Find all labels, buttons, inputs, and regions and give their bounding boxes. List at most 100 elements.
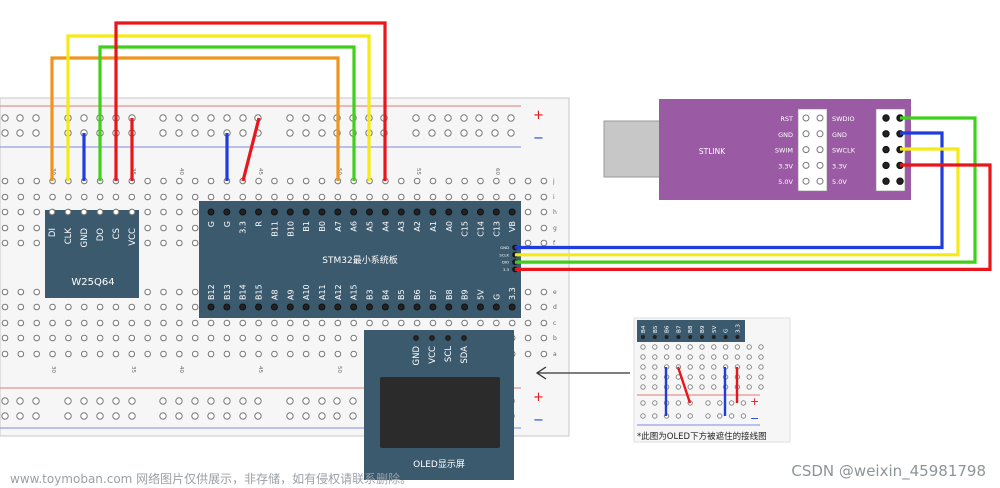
breadboard-hole bbox=[1, 319, 9, 327]
stm32-pin-hole bbox=[286, 303, 294, 311]
breadboard-hole bbox=[32, 397, 40, 405]
row-letter: j bbox=[552, 178, 555, 185]
breadboard-hole bbox=[334, 350, 342, 358]
breadboard-hole bbox=[460, 129, 468, 137]
breadboard-hole bbox=[16, 129, 24, 137]
inset-hole bbox=[705, 413, 711, 419]
breadboard-hole bbox=[286, 129, 294, 137]
inset-pin-hole bbox=[735, 335, 740, 339]
breadboard-hole bbox=[207, 319, 215, 327]
breadboard-hole bbox=[461, 193, 468, 201]
breadboard-hole bbox=[96, 319, 104, 327]
breadboard-hole bbox=[540, 177, 548, 185]
breadboard-hole bbox=[144, 177, 151, 185]
row-letter: g bbox=[553, 225, 557, 232]
stlink-pin bbox=[882, 177, 890, 185]
inset-pin-label: B9 bbox=[700, 325, 706, 333]
breadboard-hole bbox=[207, 129, 215, 137]
breadboard-hole bbox=[412, 114, 420, 122]
breadboard-hole bbox=[16, 397, 24, 405]
breadboard-hole bbox=[128, 319, 136, 327]
inset-hole bbox=[687, 384, 693, 390]
breadboard-hole bbox=[176, 208, 183, 216]
breadboard-hole bbox=[49, 334, 56, 342]
breadboard-hole bbox=[1, 224, 9, 232]
breadboard-hole bbox=[191, 397, 199, 405]
stm32-bottom-pin-label: B5 bbox=[397, 289, 406, 300]
breadboard-hole bbox=[507, 114, 515, 122]
stm32-pin-hole bbox=[381, 303, 389, 311]
column-number: 60 bbox=[494, 168, 500, 175]
breadboard-hole bbox=[429, 177, 437, 185]
inset-plus: + bbox=[750, 395, 759, 408]
stm32-bottom-pin-label: B12 bbox=[207, 284, 216, 300]
breadboard-hole bbox=[96, 208, 104, 216]
breadboard-hole bbox=[318, 193, 326, 201]
stm32-pin-hole bbox=[239, 208, 247, 216]
oled-screen bbox=[380, 377, 500, 448]
breadboard-hole bbox=[112, 334, 120, 342]
stlink-pin bbox=[882, 161, 890, 170]
inset-hole bbox=[699, 354, 705, 360]
inset-hole bbox=[675, 384, 682, 390]
breadboard-hole bbox=[17, 224, 25, 232]
breadboard-hole bbox=[382, 193, 389, 201]
stm32-pin-hole bbox=[350, 208, 358, 216]
breadboard-hole bbox=[159, 114, 167, 122]
breadboard-hole bbox=[491, 129, 499, 137]
stm32-top-pin-label: C13 bbox=[492, 221, 501, 237]
stlink-left-label: 3.3V bbox=[778, 162, 793, 170]
breadboard-hole bbox=[1, 350, 9, 358]
rail-plus-bottom: + bbox=[533, 390, 544, 405]
inset-hole bbox=[711, 344, 717, 350]
arrow-head-icon bbox=[535, 366, 547, 380]
breadboard-hole bbox=[444, 129, 452, 137]
inset-pin-label: B8 bbox=[688, 325, 694, 333]
stm32-pin-hole bbox=[223, 208, 231, 216]
stlink-pin bbox=[816, 114, 824, 122]
breadboard-hole bbox=[16, 114, 24, 122]
breadboard-hole bbox=[255, 350, 262, 358]
breadboard-hole bbox=[96, 412, 104, 420]
w25q64-pin-label: DI bbox=[48, 228, 58, 237]
breadboard-hole bbox=[524, 303, 532, 311]
stm32-pin-hole bbox=[270, 208, 278, 216]
breadboard-hole bbox=[239, 397, 247, 405]
row-letter: d bbox=[553, 304, 557, 311]
breadboard-hole bbox=[223, 114, 231, 122]
breadboard-hole bbox=[318, 114, 326, 122]
breadboard-hole bbox=[80, 114, 88, 122]
breadboard-hole bbox=[318, 350, 326, 358]
stm32-pin-hole bbox=[492, 208, 500, 216]
stlink-pin bbox=[816, 177, 824, 185]
stm32-bottom-pin-label: 5V bbox=[476, 289, 485, 300]
rail-plus-top: + bbox=[533, 108, 544, 123]
stm32-top-pin-label: A3 bbox=[397, 221, 406, 232]
stm32-pin-hole bbox=[366, 208, 373, 216]
stlink-pin bbox=[802, 130, 810, 138]
breadboard-hole bbox=[239, 193, 247, 201]
row-letter: e bbox=[553, 289, 557, 296]
breadboard-hole bbox=[207, 193, 215, 201]
breadboard-hole bbox=[540, 193, 548, 201]
breadboard-hole bbox=[144, 239, 151, 247]
breadboard-hole bbox=[302, 350, 310, 358]
inset-hole bbox=[728, 413, 735, 419]
breadboard-hole bbox=[96, 350, 104, 358]
breadboard-hole bbox=[128, 412, 136, 420]
inset-hole bbox=[699, 344, 705, 350]
breadboard-hole bbox=[191, 208, 199, 216]
inset-hole bbox=[699, 374, 705, 380]
breadboard-hole bbox=[524, 239, 532, 247]
breadboard-hole bbox=[239, 412, 247, 420]
breadboard-hole bbox=[33, 288, 41, 296]
stlink-pin bbox=[802, 161, 810, 169]
breadboard-hole bbox=[159, 129, 167, 137]
stlink-pin bbox=[816, 161, 824, 169]
stm32-pin-hole bbox=[397, 303, 405, 311]
breadboard-hole bbox=[491, 114, 499, 122]
inset-hole bbox=[640, 344, 646, 350]
stm32-pin-hole bbox=[334, 208, 342, 216]
